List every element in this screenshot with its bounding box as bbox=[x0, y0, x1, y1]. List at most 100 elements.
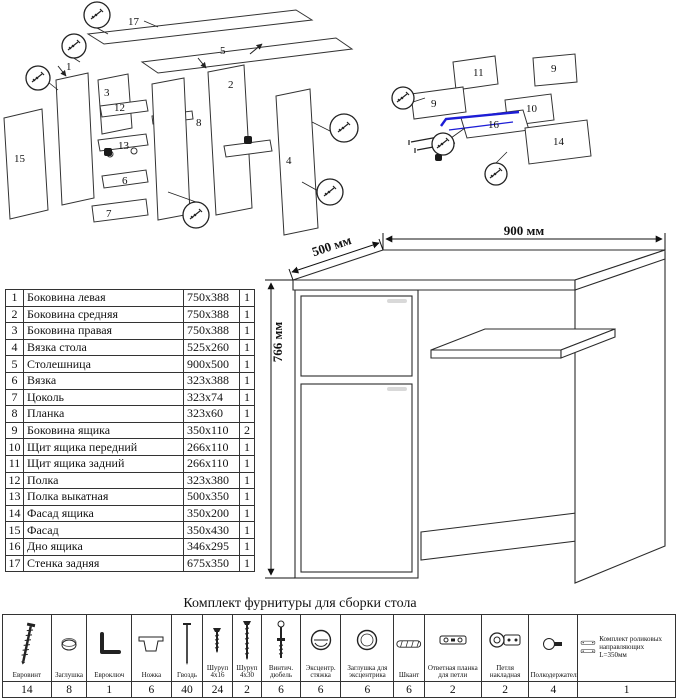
hardware-item-qty: 2 bbox=[231, 681, 263, 698]
panel-side-tall-right bbox=[275, 88, 319, 236]
part-name: Боковина правая bbox=[23, 322, 184, 340]
exploded-view-drawer: 11 9 9 10 16 14 bbox=[391, 53, 592, 186]
height-label: 766 мм bbox=[270, 322, 285, 363]
dimension-width: 900 мм bbox=[382, 226, 666, 250]
panel-side-middle bbox=[207, 64, 253, 216]
parts-table-row: 8 Планка 323x60 1 bbox=[5, 405, 255, 423]
part-size: 350x200 bbox=[183, 504, 240, 523]
part-callout: 6 bbox=[122, 175, 128, 187]
part-name: Боковина ящика bbox=[23, 421, 184, 440]
hinge-icon bbox=[489, 632, 521, 648]
part-number: 11 bbox=[5, 454, 24, 473]
hardware-item-name: Эксцентр. стяжка bbox=[305, 663, 336, 680]
part-size: 323x380 bbox=[183, 471, 240, 490]
part-qty: 1 bbox=[239, 488, 255, 506]
hardware-item-name: Заглушка bbox=[55, 671, 84, 680]
magnifier-circle bbox=[61, 33, 87, 59]
hardware-item-qty: 6 bbox=[131, 681, 172, 698]
part-qty: 2 bbox=[239, 421, 255, 440]
panel-drawer-facade bbox=[524, 119, 592, 165]
part-name: Боковина средняя bbox=[23, 305, 184, 324]
part-callout: 7 bbox=[106, 208, 112, 220]
panel-vyazka-stola bbox=[223, 139, 273, 158]
hardware-item-name: Шуруп 4x30 bbox=[236, 663, 258, 680]
plug-cap-icon bbox=[61, 638, 77, 651]
parts-table-row: 9 Боковина ящика 350x110 2 bbox=[5, 421, 255, 440]
part-callout: 4 bbox=[286, 155, 292, 167]
bolt-dowel-icon bbox=[276, 620, 285, 659]
hardware-item-qty: 1 bbox=[86, 681, 133, 698]
magnifier-circle bbox=[329, 113, 359, 143]
part-size: 323x388 bbox=[183, 371, 240, 390]
keyboard-tray-edge bbox=[560, 328, 616, 359]
part-callout: 12 bbox=[114, 102, 125, 114]
shelf-pin-icon bbox=[543, 638, 563, 651]
panel-tsokol bbox=[91, 198, 149, 223]
part-callout: 10 bbox=[526, 103, 538, 115]
hardware-detail-callouts bbox=[25, 1, 359, 229]
part-name: Щит ящика передний bbox=[23, 438, 184, 456]
hardware-qty-row: 14 8 1 6 40 24 2 6 6 6 6 2 2 4 1 bbox=[2, 681, 676, 698]
part-qty: 1 bbox=[239, 322, 255, 340]
part-name: Боковина левая bbox=[23, 289, 184, 307]
part-number: 5 bbox=[5, 355, 24, 373]
part-size: 323x60 bbox=[183, 405, 240, 423]
part-qty: 1 bbox=[239, 371, 255, 390]
hardware-detail-callouts bbox=[391, 86, 508, 186]
panel-shelf bbox=[99, 99, 149, 118]
hinge-plate-icon bbox=[439, 635, 467, 645]
panel-shelf-pullout bbox=[97, 133, 149, 152]
width-label: 900 мм bbox=[504, 226, 545, 238]
parts-table-row: 14 Фасад ящика 350x200 1 bbox=[5, 504, 255, 523]
part-size: 346x295 bbox=[183, 537, 240, 556]
part-name: Фасад bbox=[23, 521, 184, 539]
part-size: 525x260 bbox=[183, 338, 240, 357]
hardware-item-name: Винтич. дюбель bbox=[268, 663, 294, 680]
hardware-item-name: Заглушка для эксцентрика bbox=[347, 663, 388, 680]
wood-dowel-icon bbox=[396, 640, 422, 648]
hardware-item-qty: 14 bbox=[2, 681, 52, 698]
part-callout: 15 bbox=[14, 153, 26, 165]
part-callout: 9 bbox=[551, 63, 557, 75]
part-callout: 13 bbox=[118, 140, 130, 152]
part-size: 323x74 bbox=[183, 388, 240, 407]
magnifier-circle bbox=[25, 65, 51, 91]
panel-side-left bbox=[55, 72, 95, 206]
part-callouts: 17 5 15 1 3 12 8 13 6 7 2 4 bbox=[14, 16, 292, 220]
part-callout: 3 bbox=[104, 87, 110, 99]
hardware-item-qty: 2 bbox=[480, 681, 530, 698]
part-number: 12 bbox=[5, 471, 24, 490]
part-number: 17 bbox=[5, 554, 24, 573]
hardware-item-qty: 6 bbox=[393, 681, 425, 698]
cam-lock-icon bbox=[310, 630, 331, 651]
part-qty: 1 bbox=[239, 521, 255, 539]
hardware-item-name: Шкант bbox=[398, 671, 420, 680]
magnifier-circle bbox=[83, 1, 111, 29]
part-qty: 1 bbox=[239, 537, 255, 556]
part-number: 1 bbox=[5, 289, 24, 307]
part-qty: 1 bbox=[239, 454, 255, 473]
part-qty: 1 bbox=[239, 305, 255, 324]
part-callout: 2 bbox=[228, 79, 234, 91]
part-number: 2 bbox=[5, 305, 24, 324]
hardware-item-name: Ножка bbox=[141, 671, 162, 680]
parts-table-row: 5 Столешница 900x500 1 bbox=[5, 355, 255, 373]
door-front bbox=[300, 383, 413, 573]
parts-table-row: 17 Стенка задняя 675x350 1 bbox=[5, 554, 255, 573]
parts-table: 1 Боковина левая 750x388 1 2 Боковина ср… bbox=[5, 289, 255, 573]
roller-rails-icon bbox=[581, 640, 596, 654]
screw-long-icon bbox=[242, 621, 251, 661]
parts-table-row: 16 Дно ящика 346x295 1 bbox=[5, 537, 255, 556]
hardware-item-qty: 24 bbox=[202, 681, 233, 698]
hardware-item-name: Петля накладная bbox=[489, 663, 521, 680]
part-size: 350x430 bbox=[183, 521, 240, 539]
hinge-icon bbox=[104, 148, 112, 156]
hardware-item-qty: 8 bbox=[50, 681, 88, 698]
hardware-table: Евровинт Заглушка Евроключ Ножка Гвоздь … bbox=[2, 614, 676, 698]
panel-drawer-side bbox=[410, 86, 467, 120]
keyboard-tray-front bbox=[430, 349, 562, 359]
parts-table-row: 1 Боковина левая 750x388 1 bbox=[5, 289, 255, 307]
parts-table-row: 7 Цоколь 323x74 1 bbox=[5, 388, 255, 407]
part-name: Вязка bbox=[23, 371, 184, 390]
